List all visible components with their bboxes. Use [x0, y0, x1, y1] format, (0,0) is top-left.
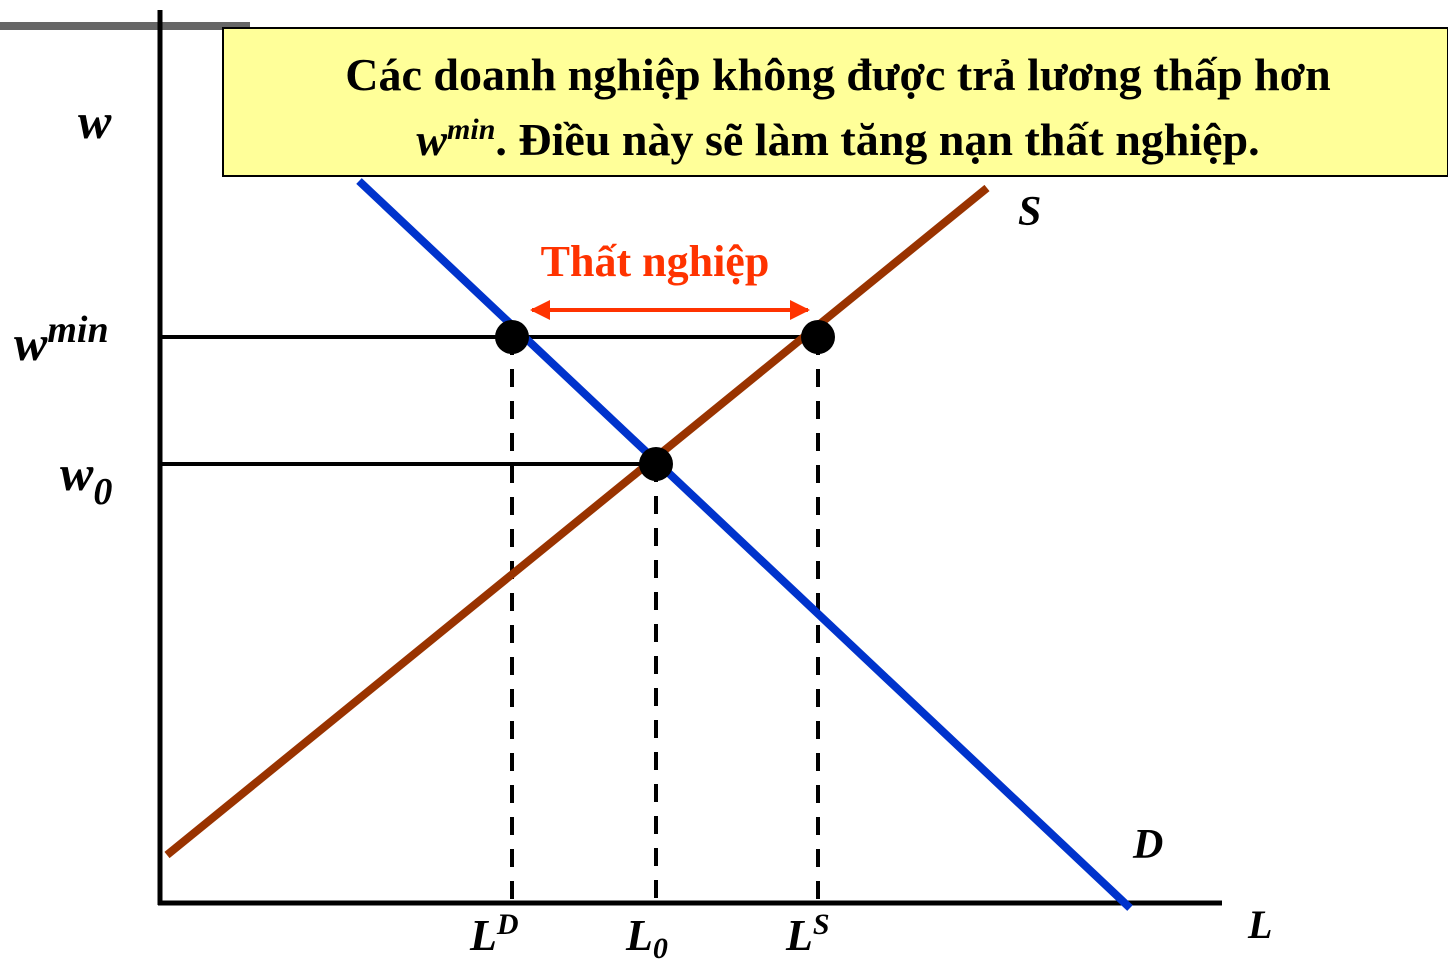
callout-var: w — [416, 114, 447, 165]
callout-line-1: Các doanh nghiệp không được trả lương th… — [345, 49, 1330, 100]
slide-top-rule — [0, 22, 250, 30]
equilibrium-point — [639, 447, 673, 481]
L0-sub: 0 — [653, 932, 668, 959]
wmin-sup: min — [47, 309, 108, 351]
w0-sub: 0 — [93, 471, 112, 513]
demand-curve — [356, 178, 1133, 911]
LS-label: LS — [785, 908, 830, 959]
supply-curve — [164, 184, 990, 859]
y-axis-label: w — [78, 93, 112, 149]
demand-at-wmin-point — [495, 320, 529, 354]
wmin-label: wmin — [14, 309, 109, 371]
L0-base: L — [625, 911, 653, 959]
callout-line-2: wmin. Điều này sẽ làm tăng nạn thất nghi… — [416, 113, 1259, 165]
LD-base: L — [469, 911, 497, 959]
supply-at-wmin-point — [801, 320, 835, 354]
L0-label: L0 — [625, 911, 668, 959]
callout-rest: . Điều này sẽ làm tăng nạn thất nghiệp. — [495, 114, 1259, 165]
wmin-base: w — [14, 315, 48, 371]
LD-sup: D — [496, 908, 519, 941]
LS-sup: S — [813, 908, 830, 941]
demand-curve-label: D — [1132, 822, 1163, 868]
x-axis-label: L — [1247, 902, 1272, 947]
LS-base: L — [785, 911, 813, 959]
LD-label: LD — [469, 908, 519, 959]
callout-var-sup: min — [447, 113, 495, 146]
callout-box — [222, 27, 1448, 177]
supply-curve-label: S — [1018, 189, 1041, 235]
w0-label: w0 — [60, 445, 112, 513]
unemployment-label: Thất nghiệp — [541, 237, 770, 286]
w0-base: w — [60, 445, 94, 501]
